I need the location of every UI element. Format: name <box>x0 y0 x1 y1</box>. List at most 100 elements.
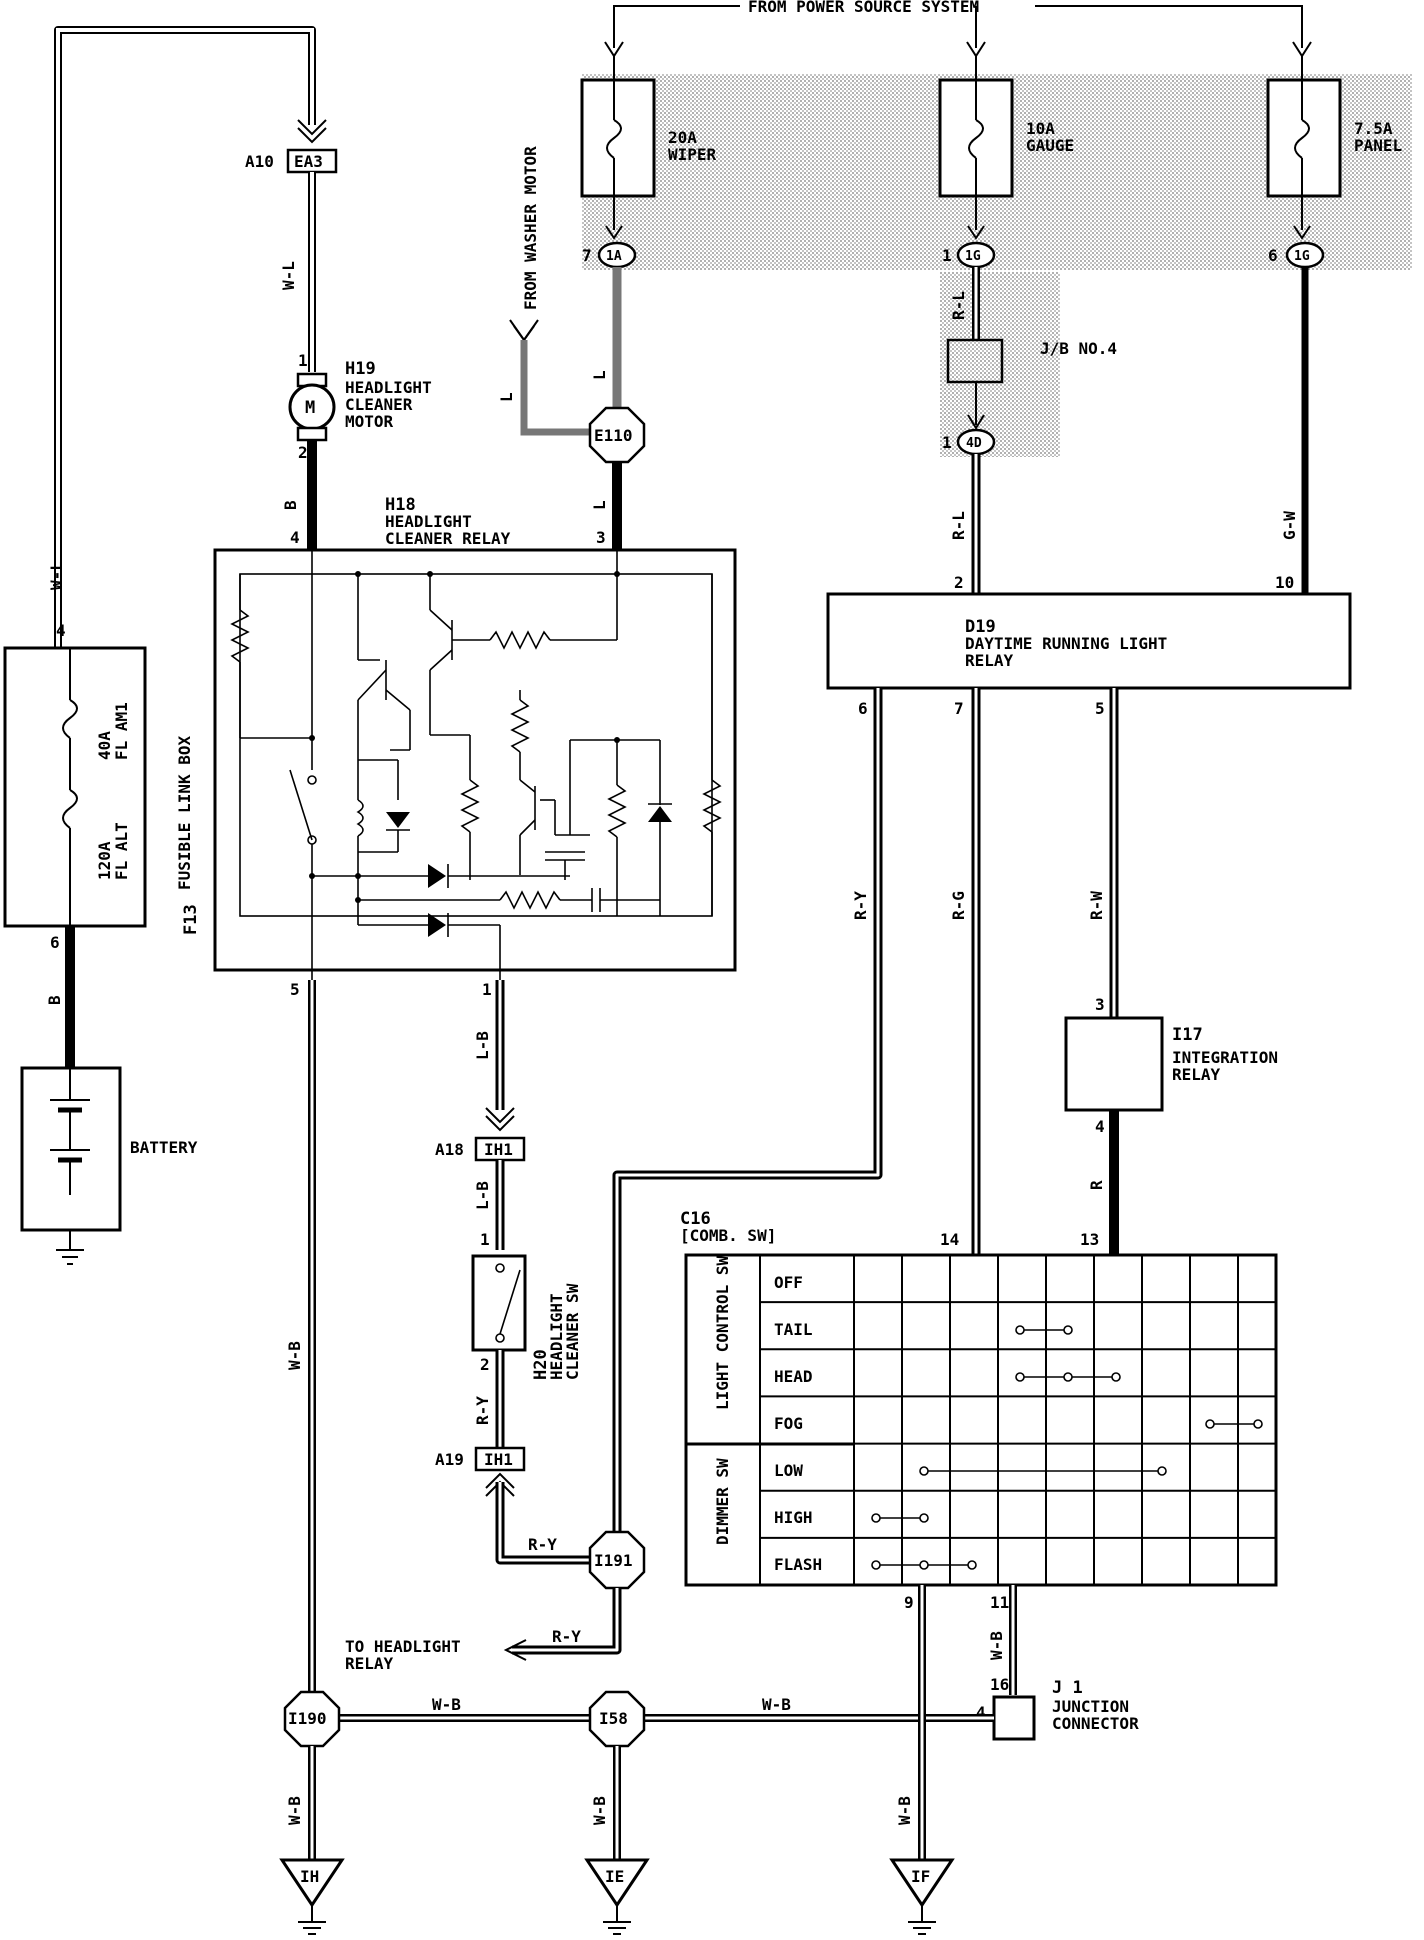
svg-text:2: 2 <box>954 573 964 592</box>
svg-text:W-L: W-L <box>279 261 298 290</box>
connector-ih1-top: IH1 A18 <box>435 1107 526 1162</box>
svg-text:4: 4 <box>56 621 66 640</box>
integration-relay: 3 I17 INTEGRATION RELAY 4 <box>1064 995 1278 1136</box>
svg-text:BATTERY: BATTERY <box>130 1138 198 1157</box>
svg-text:5: 5 <box>290 980 300 999</box>
daytime-running-light-relay: 2 10 D19 DAYTIME RUNNING LIGHT RELAY 6 7… <box>826 573 1352 718</box>
connector-i191: I191 <box>588 1530 646 1590</box>
svg-text:L: L <box>497 392 516 402</box>
connector-ea3: EA3 A10 <box>245 119 338 174</box>
ground-ih: IH <box>279 1858 345 1935</box>
row-low: LOW <box>774 1461 803 1480</box>
svg-text:EA3: EA3 <box>294 152 323 171</box>
svg-text:13: 13 <box>1080 1230 1099 1249</box>
svg-text:R-L: R-L <box>949 291 968 320</box>
svg-text:DAYTIME RUNNING LIGHT: DAYTIME RUNNING LIGHT <box>965 634 1167 653</box>
svg-text:1: 1 <box>942 246 952 265</box>
svg-text:14: 14 <box>940 1230 959 1249</box>
fuse-gauge: 10A GAUGE <box>938 56 1074 230</box>
fuse-panel: 7.5A PANEL <box>1266 56 1402 230</box>
svg-text:W-B: W-B <box>432 1695 461 1714</box>
svg-text:1G: 1G <box>965 249 981 264</box>
svg-text:R-W: R-W <box>1087 891 1106 920</box>
connector-e110: E110 <box>588 406 646 464</box>
svg-text:7: 7 <box>582 246 592 265</box>
svg-text:16: 16 <box>990 1675 1009 1694</box>
svg-text:W-L: W-L <box>47 561 66 590</box>
svg-text:A19: A19 <box>435 1450 464 1469</box>
svg-text:40A: 40A <box>95 731 114 760</box>
svg-text:4: 4 <box>290 528 300 547</box>
row-flash: FLASH <box>774 1555 822 1574</box>
svg-text:RELAY: RELAY <box>1172 1065 1221 1084</box>
svg-text:W-B: W-B <box>285 1796 304 1825</box>
svg-text:I17: I17 <box>1172 1025 1203 1045</box>
headlight-cleaner-relay: H18 HEADLIGHT CLEANER RELAY 4 3 <box>213 495 737 999</box>
svg-text:1G: 1G <box>1294 249 1310 264</box>
svg-text:9: 9 <box>904 1593 914 1612</box>
svg-text:I190: I190 <box>288 1709 327 1728</box>
svg-text:7: 7 <box>954 699 964 718</box>
svg-text:L-B: L-B <box>473 1181 492 1210</box>
svg-text:FL AM1: FL AM1 <box>112 702 131 760</box>
svg-text:1: 1 <box>942 433 952 452</box>
svg-text:1A: 1A <box>606 249 622 264</box>
svg-text:I191: I191 <box>594 1551 633 1570</box>
svg-text:IH: IH <box>300 1867 319 1886</box>
svg-text:[COMB. SW]: [COMB. SW] <box>680 1226 776 1245</box>
svg-text:H20: H20 <box>531 1349 551 1380</box>
connector-i58: I58 <box>588 1690 646 1748</box>
wire-w-l-left: W-L <box>47 26 316 648</box>
row-tail: TAIL <box>774 1320 813 1339</box>
svg-text:2: 2 <box>298 443 308 462</box>
row-off: OFF <box>774 1273 803 1292</box>
svg-text:FUSIBLE LINK BOX: FUSIBLE LINK BOX <box>175 736 194 890</box>
svg-text:LIGHT CONTROL SW: LIGHT CONTROL SW <box>713 1256 732 1410</box>
svg-text:G-W: G-W <box>1280 511 1299 540</box>
headlight-cleaner-switch[interactable]: 1 2 H20 HEADLIGHT CLEANER SW <box>471 1230 582 1380</box>
svg-text:4: 4 <box>976 1703 986 1722</box>
svg-text:11: 11 <box>990 1593 1009 1612</box>
connector-i190: I190 <box>283 1690 341 1748</box>
svg-text:CLEANER: CLEANER <box>345 395 413 414</box>
svg-text:WIPER: WIPER <box>668 145 717 164</box>
headlight-cleaner-motor: 1 M 2 H19 HEADLIGHT CLEANER MOTOR <box>288 351 432 462</box>
svg-text:DIMMER SW: DIMMER SW <box>713 1458 732 1545</box>
svg-text:10: 10 <box>1275 573 1294 592</box>
svg-text:1: 1 <box>298 351 308 370</box>
svg-text:HEADLIGHT: HEADLIGHT <box>345 378 432 397</box>
svg-text:5: 5 <box>1095 699 1105 718</box>
svg-text:TO HEADLIGHT: TO HEADLIGHT <box>345 1637 461 1656</box>
svg-text:W-B: W-B <box>762 1695 791 1714</box>
svg-text:W-B: W-B <box>987 1631 1006 1660</box>
row-high: HIGH <box>774 1508 813 1527</box>
wire-r-y-d19: R-Y <box>612 688 883 1545</box>
svg-text:RELAY: RELAY <box>345 1654 394 1673</box>
svg-text:H19: H19 <box>345 359 376 379</box>
washer-motor-input: FROM WASHER MOTOR L <box>497 146 600 436</box>
connector-ih1-bottom: IH1 A19 <box>435 1446 526 1497</box>
svg-text:M: M <box>305 398 315 418</box>
svg-text:6: 6 <box>858 699 868 718</box>
fusible-link-box: 4 40A FL AM1 120A FL ALT F13 FUSIBLE LIN… <box>3 621 201 952</box>
svg-text:R-Y: R-Y <box>851 891 870 920</box>
svg-text:D19: D19 <box>965 617 996 637</box>
svg-text:20A: 20A <box>668 128 697 147</box>
svg-text:W-B: W-B <box>895 1796 914 1825</box>
svg-text:J 1: J 1 <box>1052 1678 1083 1698</box>
svg-text:3: 3 <box>1095 995 1105 1014</box>
svg-text:RELAY: RELAY <box>965 651 1014 670</box>
connector-1g-panel: 1G 6 <box>1268 225 1325 269</box>
svg-text:FROM WASHER MOTOR: FROM WASHER MOTOR <box>521 146 540 310</box>
svg-text:R: R <box>1087 1180 1106 1190</box>
svg-text:R-Y: R-Y <box>552 1627 581 1646</box>
svg-text:3: 3 <box>596 528 606 547</box>
svg-text:L-B: L-B <box>473 1031 492 1060</box>
svg-text:2: 2 <box>480 1355 490 1374</box>
ground-if: IF <box>889 1858 955 1935</box>
svg-text:4: 4 <box>1095 1117 1105 1136</box>
svg-text:F13: F13 <box>181 904 201 935</box>
svg-text:CLEANER SW: CLEANER SW <box>563 1283 582 1380</box>
power-source-line: FROM POWER SOURCE SYSTEM <box>604 0 1312 58</box>
svg-text:HEADLIGHT: HEADLIGHT <box>385 512 472 531</box>
